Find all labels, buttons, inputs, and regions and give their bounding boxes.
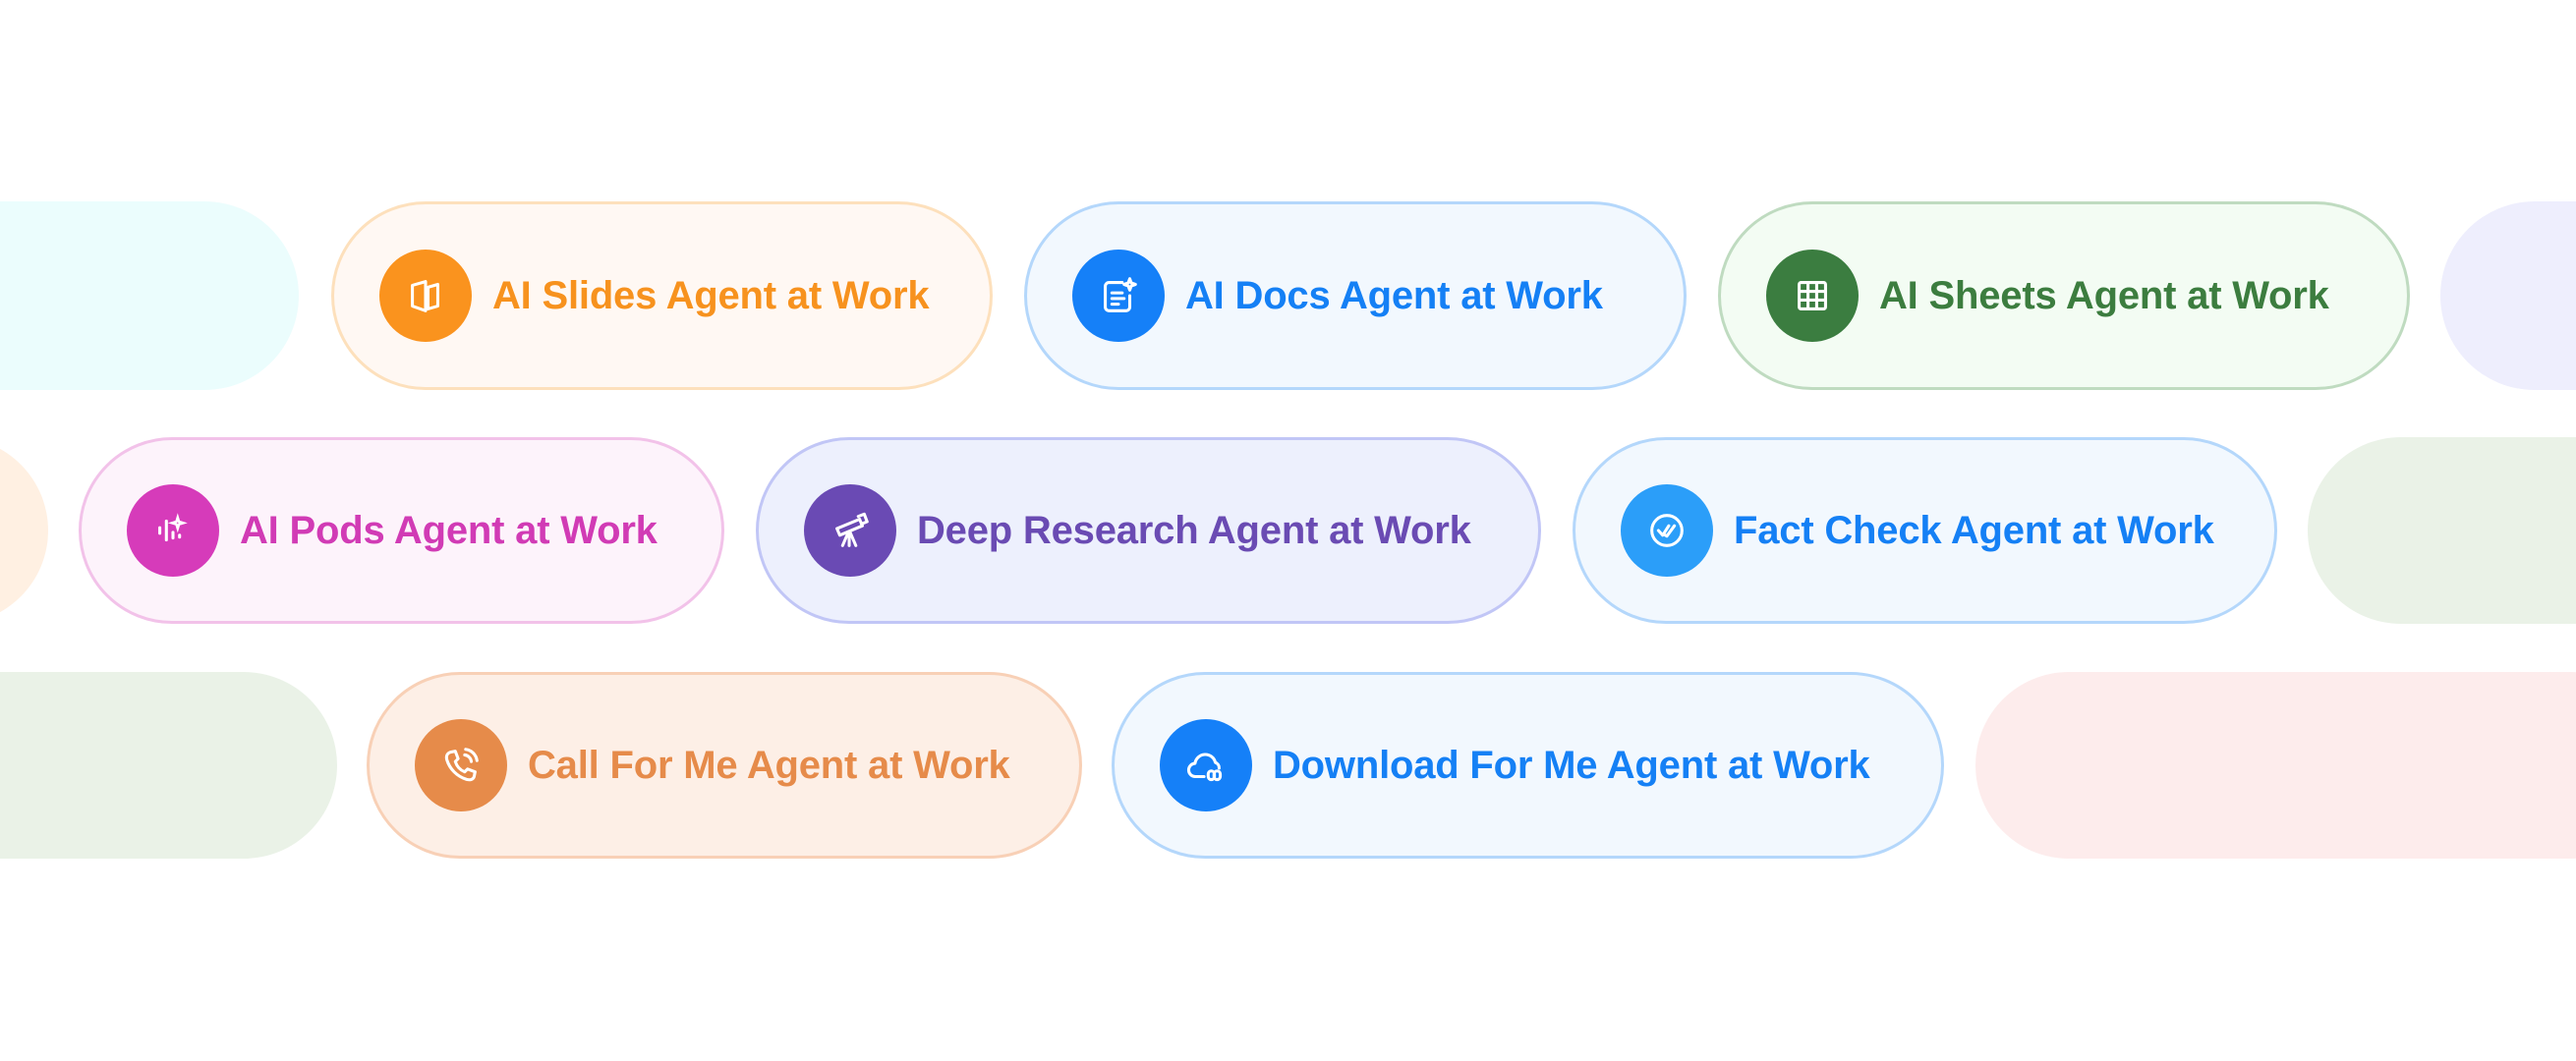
- ghost-pill-row1-right: [2440, 201, 2576, 390]
- agent-pill-call-for-me[interactable]: Call For Me Agent at Work: [367, 672, 1082, 859]
- agent-label: AI Docs Agent at Work: [1185, 273, 1603, 317]
- icon-circle: [1072, 250, 1165, 342]
- ghost-pill-row2-right: [2308, 437, 2576, 624]
- agent-pill-ai-docs[interactable]: AI Docs Agent at Work: [1024, 201, 1687, 390]
- agent-pill-fact-check[interactable]: Fact Check Agent at Work: [1573, 437, 2277, 624]
- agent-label: AI Sheets Agent at Work: [1879, 273, 2329, 317]
- pods-icon: [158, 513, 188, 542]
- fact-check-icon: [1650, 514, 1684, 547]
- agent-label: Download For Me Agent at Work: [1273, 743, 1870, 787]
- cloud-download-icon: [1186, 753, 1223, 782]
- phone-call-icon: [444, 748, 479, 782]
- icon-circle: [379, 250, 472, 342]
- icon-circle: [415, 719, 507, 811]
- agent-pill-ai-slides[interactable]: AI Slides Agent at Work: [331, 201, 993, 390]
- agent-label: AI Pods Agent at Work: [240, 508, 658, 552]
- agent-pill-ai-sheets[interactable]: AI Sheets Agent at Work: [1718, 201, 2410, 390]
- icon-circle: [804, 484, 896, 577]
- ghost-pill-row1-left: [0, 201, 299, 390]
- slides-icon: [411, 280, 439, 312]
- icon-circle: [127, 484, 219, 577]
- agent-label: AI Slides Agent at Work: [492, 273, 930, 317]
- icon-circle: [1621, 484, 1713, 577]
- agent-pill-ai-pods[interactable]: AI Pods Agent at Work: [79, 437, 724, 624]
- agent-label: Call For Me Agent at Work: [528, 743, 1010, 787]
- ghost-pill-row3-left: [0, 672, 337, 859]
- ghost-pill-row3-right: [1975, 672, 2576, 859]
- agent-label: Deep Research Agent at Work: [917, 508, 1471, 552]
- sheets-icon: [1798, 281, 1827, 310]
- agent-label: Fact Check Agent at Work: [1734, 508, 2214, 552]
- agent-pill-download-for-me[interactable]: Download For Me Agent at Work: [1112, 672, 1944, 859]
- ghost-pill-row2-left: [0, 437, 48, 624]
- agent-pill-deep-research[interactable]: Deep Research Agent at Work: [756, 437, 1541, 624]
- icon-circle: [1160, 719, 1252, 811]
- icon-circle: [1766, 250, 1859, 342]
- docs-icon: [1104, 277, 1137, 312]
- telescope-icon: [835, 512, 869, 547]
